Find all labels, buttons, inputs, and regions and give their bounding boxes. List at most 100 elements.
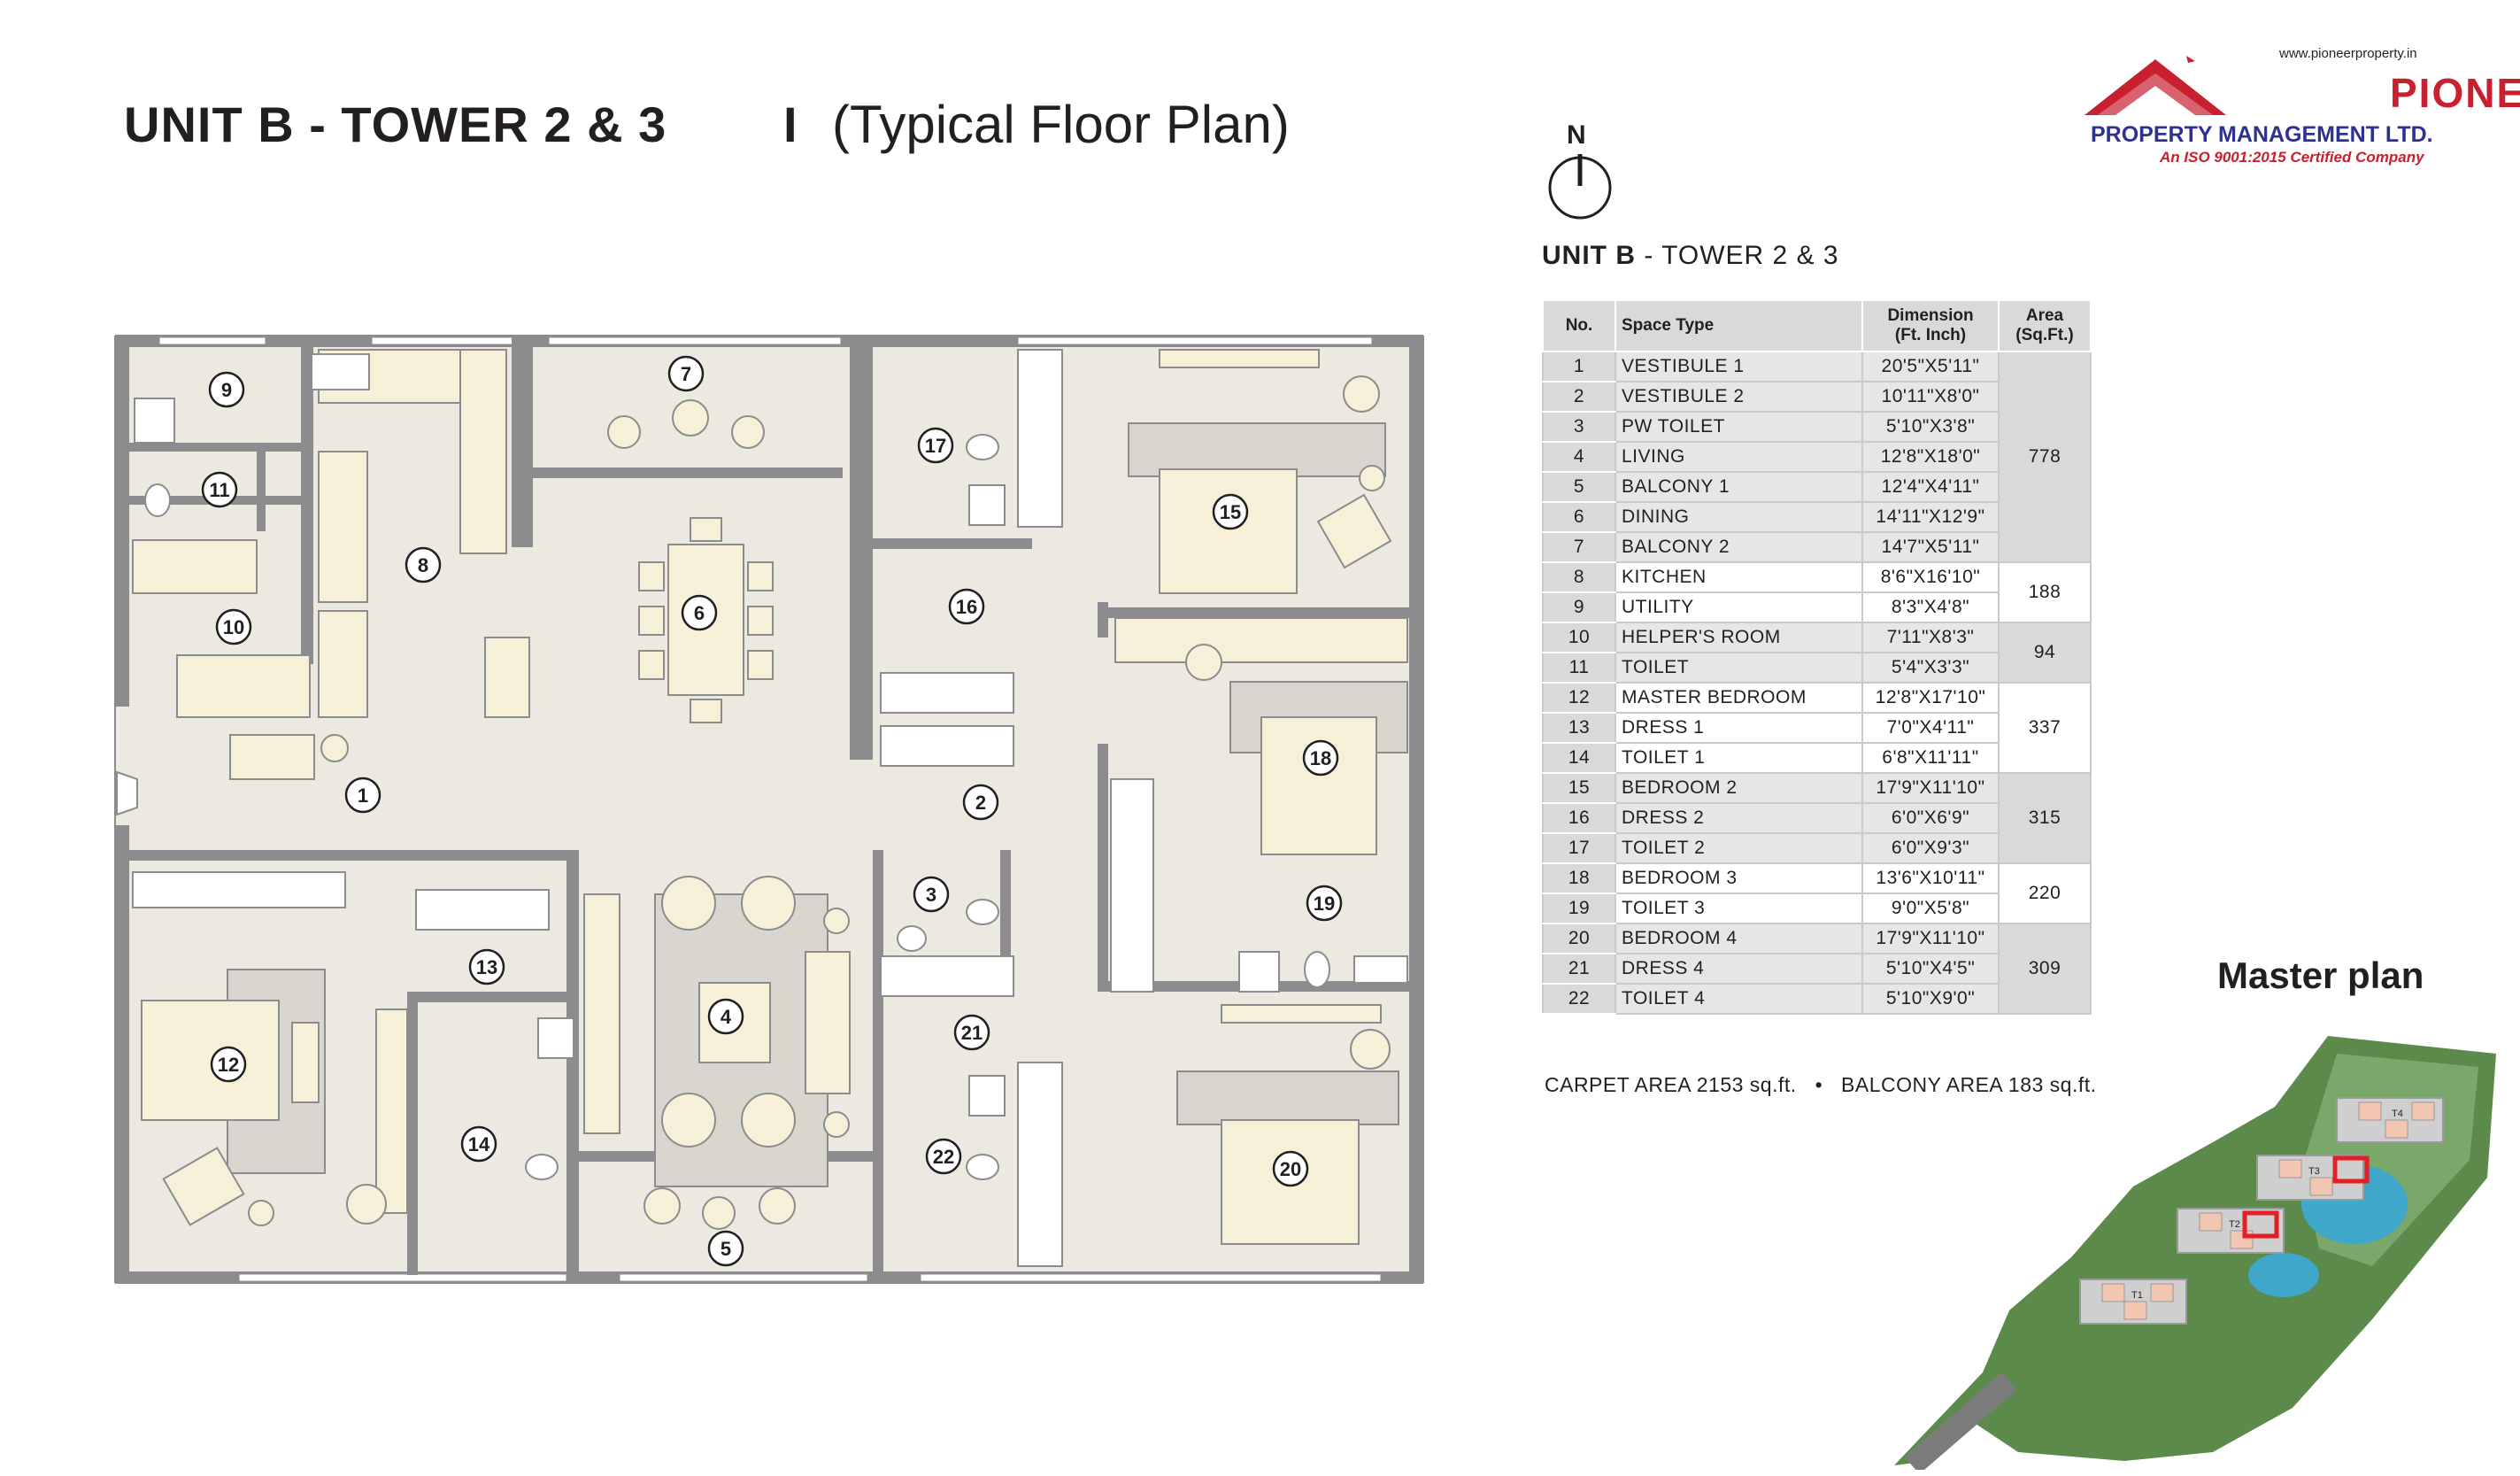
page-title: UNIT B - TOWER 2 & 3 <box>124 97 667 152</box>
cell-area: 337 <box>1998 682 2092 774</box>
cell-space-type: TOILET 4 <box>1614 983 1863 1015</box>
room-marker-label: 16 <box>956 596 977 618</box>
cell-area: 778 <box>1998 351 2092 563</box>
room-marker-label: 15 <box>1220 501 1241 523</box>
toilet-fixtures <box>134 353 1408 1180</box>
header-no: No. <box>1542 299 1616 352</box>
cell-dimension: 12'8"X17'10" <box>1861 682 2000 714</box>
north-label: N <box>1567 120 1586 150</box>
cell-dimension: 6'0"X6'9" <box>1861 802 2000 834</box>
cell-space-type: DRESS 4 <box>1614 953 1863 985</box>
cell-dimension: 6'8"X11'11" <box>1861 742 2000 774</box>
logo-url[interactable]: www.pioneerproperty.in <box>2279 46 2417 61</box>
cell-space-type: BALCONY 2 <box>1614 531 1863 563</box>
cell-dimension: 8'6"X16'10" <box>1861 561 2000 593</box>
north-compass-icon <box>1548 154 1612 220</box>
cell-space-type: TOILET <box>1614 652 1863 684</box>
cell-dimension: 20'5"X5'11" <box>1861 351 2000 383</box>
room-marker-circle <box>707 1230 744 1267</box>
table-heading: UNIT B - TOWER 2 & 3 <box>1542 241 1839 270</box>
cell-space-type: TOILET 3 <box>1614 893 1863 924</box>
cell-area: 309 <box>1998 923 2092 1015</box>
master-tower-t2: T2 <box>2229 1219 2240 1230</box>
room-marker-circle <box>215 608 252 645</box>
cell-no: 16 <box>1542 802 1616 834</box>
master-tower-t4: T4 <box>2392 1109 2403 1119</box>
cell-no: 5 <box>1542 471 1616 503</box>
room-marker-label: 7 <box>681 363 691 385</box>
room-marker-label: 18 <box>1310 747 1331 769</box>
cell-space-type: BALCONY 1 <box>1614 471 1863 503</box>
header-area: Area(Sq.Ft.) <box>1998 299 2092 352</box>
cell-dimension: 5'10"X9'0" <box>1861 983 2000 1015</box>
room-marker-circle <box>667 355 705 392</box>
summary-bullet: • <box>1815 1073 1823 1096</box>
master-plan-label: Master plan <box>2217 954 2424 996</box>
cell-no: 8 <box>1542 561 1616 593</box>
header-dimension: Dimension(Ft. Inch) <box>1861 299 2000 352</box>
cell-dimension: 6'0"X9'3" <box>1861 832 2000 864</box>
room-marker-label: 13 <box>476 956 497 978</box>
cell-space-type: BEDROOM 2 <box>1614 772 1863 804</box>
room-marker-circle <box>913 876 950 913</box>
cell-dimension: 8'3"X4'8" <box>1861 591 2000 623</box>
cell-no: 6 <box>1542 501 1616 533</box>
room-marker-circle <box>1302 739 1339 777</box>
room-marker-circle <box>344 777 381 814</box>
room-marker-circle <box>208 371 245 408</box>
room-marker-circle <box>917 427 954 464</box>
room-marker-circle <box>948 588 985 625</box>
cell-dimension: 5'4"X3'3" <box>1861 652 2000 684</box>
room-marker-label: 1 <box>358 784 368 807</box>
room-marker-label: 14 <box>468 1133 490 1155</box>
cell-no: 15 <box>1542 772 1616 804</box>
room-marker-circle <box>681 594 718 631</box>
cell-space-type: KITCHEN <box>1614 561 1863 593</box>
cell-dimension: 7'11"X8'3" <box>1861 622 2000 653</box>
logo-house-icon <box>2085 56 2226 115</box>
cell-dimension: 14'7"X5'11" <box>1861 531 2000 563</box>
cell-space-type: TOILET 1 <box>1614 742 1863 774</box>
cell-no: 10 <box>1542 622 1616 653</box>
room-marker-label: 22 <box>933 1146 954 1168</box>
room-marker-label: 3 <box>926 884 936 906</box>
room-marker-circle <box>962 784 999 821</box>
master-tower-t1: T1 <box>2131 1290 2143 1301</box>
cell-space-type: LIVING <box>1614 441 1863 473</box>
cell-no: 20 <box>1542 923 1616 954</box>
cell-dimension: 7'0"X4'11" <box>1861 712 2000 744</box>
logo-name: PIONEER® <box>2390 70 2520 116</box>
cell-dimension: 12'8"X18'0" <box>1861 441 2000 473</box>
balcony-area: BALCONY AREA 183 sq.ft. <box>1841 1073 2097 1096</box>
cell-no: 17 <box>1542 832 1616 864</box>
cell-space-type: MASTER BEDROOM <box>1614 682 1863 714</box>
cell-no: 13 <box>1542 712 1616 744</box>
room-marker-circle <box>707 998 744 1035</box>
area-summary: CARPET AREA 2153 sq.ft. • BALCONY AREA 1… <box>1545 1073 2097 1097</box>
room-marker-label: 8 <box>418 554 428 576</box>
header-space-type: Space Type <box>1614 299 1863 352</box>
room-marker-circle <box>1212 493 1249 530</box>
table-header-row: No. Space Type Dimension(Ft. Inch) Area(… <box>1542 299 2092 352</box>
cell-space-type: DRESS 2 <box>1614 802 1863 834</box>
cell-dimension: 10'11"X8'0" <box>1861 381 2000 413</box>
room-marker-label: 12 <box>218 1054 239 1076</box>
cell-no: 2 <box>1542 381 1616 413</box>
room-marker-circle <box>925 1138 962 1175</box>
room-marker-circle <box>1272 1150 1309 1187</box>
